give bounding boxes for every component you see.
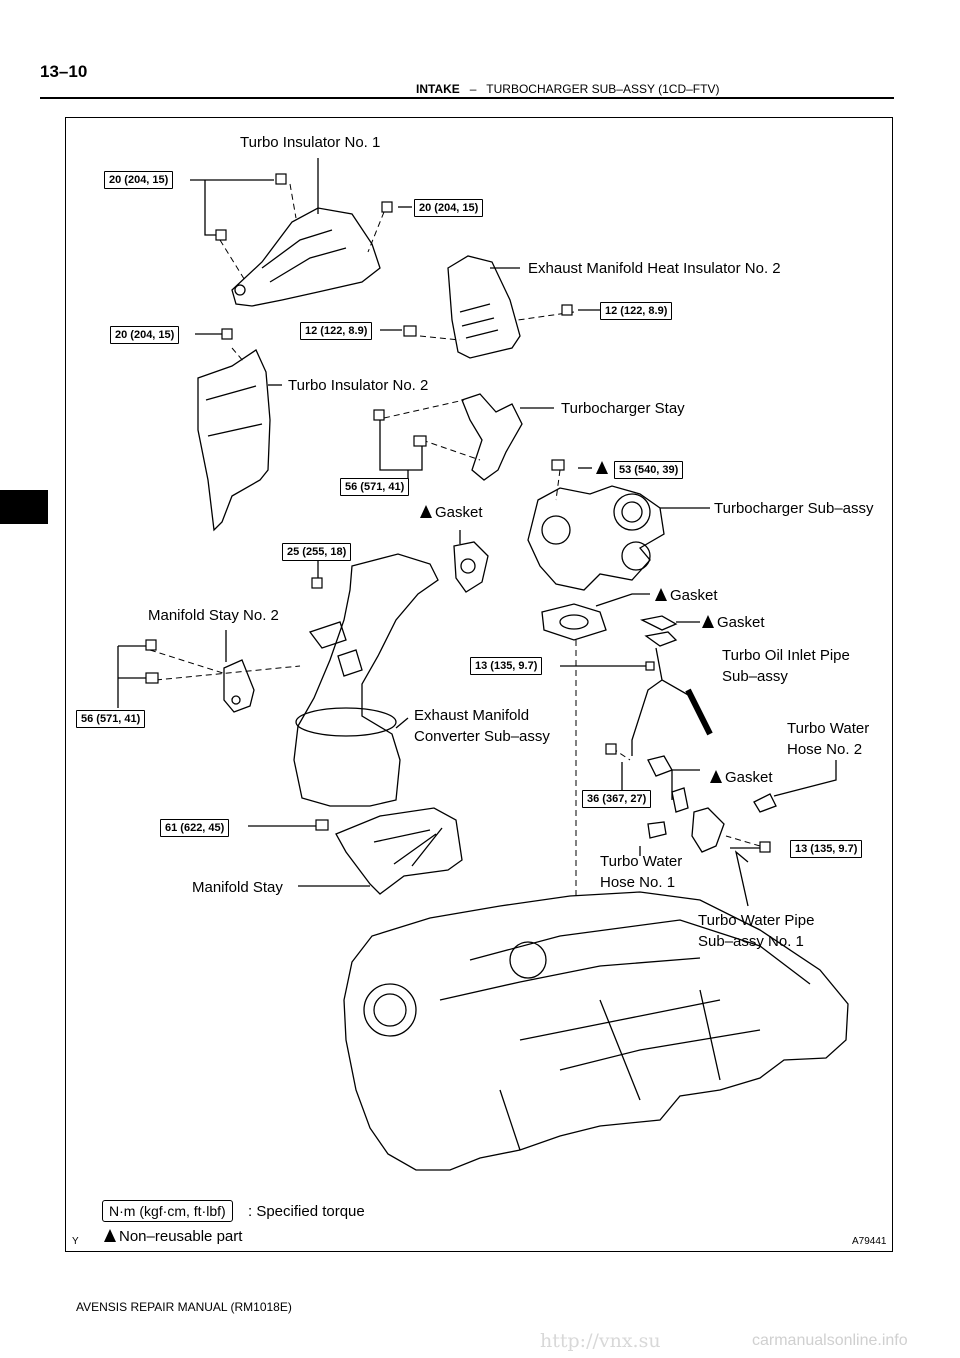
- header-separator: –: [469, 82, 477, 96]
- bolt: [403, 325, 417, 337]
- torque-box: 56 (571, 41): [76, 710, 146, 728]
- label-turbocharger-stay: Turbocharger Stay: [561, 400, 685, 417]
- nonreusable-icon: [655, 588, 667, 601]
- water-hose-1-part: [647, 821, 667, 839]
- page-number: 13–10: [40, 62, 88, 81]
- gasket-top-part: [453, 541, 489, 593]
- torque-box: 12 (122, 8.9): [300, 322, 373, 340]
- turbo-insulator-1-part: [231, 207, 381, 307]
- manifold-stay-2-part: [223, 659, 255, 713]
- label-oil-inlet-pipe-line2: Sub–assy: [722, 668, 788, 685]
- label-water-hose-2-line2: Hose No. 2: [787, 741, 863, 758]
- nonreusable-icon: [702, 615, 714, 628]
- bolt: [373, 409, 385, 421]
- nonreusable-marker: [596, 458, 611, 479]
- torque-box: 61 (622, 45): [160, 819, 230, 837]
- heat-insulator-2-part: [447, 255, 521, 359]
- bolt: [381, 201, 393, 213]
- label-gasket-mid1: Gasket: [655, 585, 718, 606]
- label-water-hose-1-line1: Turbo Water: [600, 853, 683, 870]
- label-manifold-stay: Manifold Stay: [192, 879, 283, 896]
- turbo-insulator-2-part: [197, 349, 271, 532]
- legend-unit-box: N·m (kgf·cm, ft·lbf): [102, 1200, 233, 1222]
- bolt: [145, 639, 157, 651]
- corner-mark: Y: [72, 1236, 79, 1247]
- torque-box: 36 (367, 27): [582, 790, 652, 808]
- torque-box: 20 (204, 15): [110, 326, 180, 344]
- bolt: [561, 304, 573, 316]
- nonreusable-icon: [596, 461, 608, 474]
- section-tab-marker: [0, 490, 48, 524]
- bolt: [221, 328, 233, 340]
- label-exhaust-converter-line1: Exhaust Manifold: [414, 707, 530, 724]
- label-water-pipe-line1: Turbo Water Pipe: [698, 912, 815, 929]
- water-hose-2-part: [753, 793, 777, 813]
- gasket-mid1-part: [541, 603, 607, 641]
- label-gasket-low: Gasket: [710, 767, 773, 788]
- label-manifold-stay-2: Manifold Stay No. 2: [148, 607, 279, 624]
- bolt: [275, 173, 287, 185]
- oil-inlet-pipe-part: [631, 631, 707, 756]
- engine-block-part: [343, 891, 849, 1171]
- manifold-stay-part: [335, 807, 463, 895]
- legend-nonreusable: Non–reusable part: [104, 1226, 242, 1247]
- figure-id: A79441: [852, 1236, 887, 1247]
- torque-box: 20 (204, 15): [104, 171, 174, 189]
- bolt: [759, 841, 771, 853]
- bolt: [413, 435, 427, 447]
- torque-box: 25 (255, 18): [282, 543, 352, 561]
- label-turbo-insulator-1: Turbo Insulator No. 1: [240, 134, 381, 151]
- nonreusable-icon: [104, 1229, 116, 1242]
- torque-box: 13 (135, 9.7): [470, 657, 543, 675]
- nonreusable-icon: [420, 505, 432, 518]
- label-exhaust-converter-line2: Converter Sub–assy: [414, 728, 550, 745]
- torque-box: 12 (122, 8.9): [600, 302, 673, 320]
- bolt: [551, 459, 565, 471]
- legend-unit-description: : Specified torque: [248, 1203, 365, 1220]
- label-turbo-insulator-2: Turbo Insulator No. 2: [288, 377, 429, 394]
- label-gasket-top: Gasket: [420, 502, 483, 523]
- turbocharger-stay-part: [461, 393, 523, 481]
- bolt: [315, 819, 329, 831]
- watermark-site: carmanualsonline.info: [752, 1332, 908, 1349]
- page-header-title: INTAKE – TURBOCHARGER SUB–ASSY (1CD–FTV): [416, 82, 719, 96]
- nonreusable-icon: [710, 770, 722, 783]
- water-pipe-part: [691, 807, 725, 853]
- manual-footer: AVENSIS REPAIR MANUAL (RM1018E): [76, 1300, 292, 1314]
- label-exhaust-heat-insulator-2: Exhaust Manifold Heat Insulator No. 2: [528, 260, 781, 277]
- header-rule: [40, 97, 894, 99]
- figure-frame: [65, 117, 893, 1252]
- torque-box: 20 (204, 15): [414, 199, 484, 217]
- watermark-link[interactable]: http://vnx.su: [540, 1330, 661, 1352]
- label-turbocharger-subassy: Turbocharger Sub–assy: [714, 500, 874, 517]
- torque-box: 53 (540, 39): [614, 461, 684, 479]
- bolt: [645, 661, 655, 671]
- bolt: [311, 577, 323, 589]
- torque-box: 13 (135, 9.7): [790, 840, 863, 858]
- label-water-pipe-line2: Sub–assy No. 1: [698, 933, 804, 950]
- label-gasket-mid2: Gasket: [702, 612, 765, 633]
- label-oil-inlet-pipe-line1: Turbo Oil Inlet Pipe: [722, 647, 850, 664]
- bolt: [605, 743, 617, 755]
- label-water-hose-1-line2: Hose No. 1: [600, 874, 676, 891]
- bolt: [145, 672, 159, 684]
- bolt: [215, 229, 227, 241]
- torque-box: 56 (571, 41): [340, 478, 410, 496]
- section-name: INTAKE: [416, 82, 460, 96]
- label-water-hose-2-line1: Turbo Water: [787, 720, 870, 737]
- turbocharger-part: [527, 485, 665, 591]
- exhaust-converter-part: [293, 553, 439, 807]
- procedure-title: TURBOCHARGER SUB–ASSY (1CD–FTV): [486, 82, 720, 96]
